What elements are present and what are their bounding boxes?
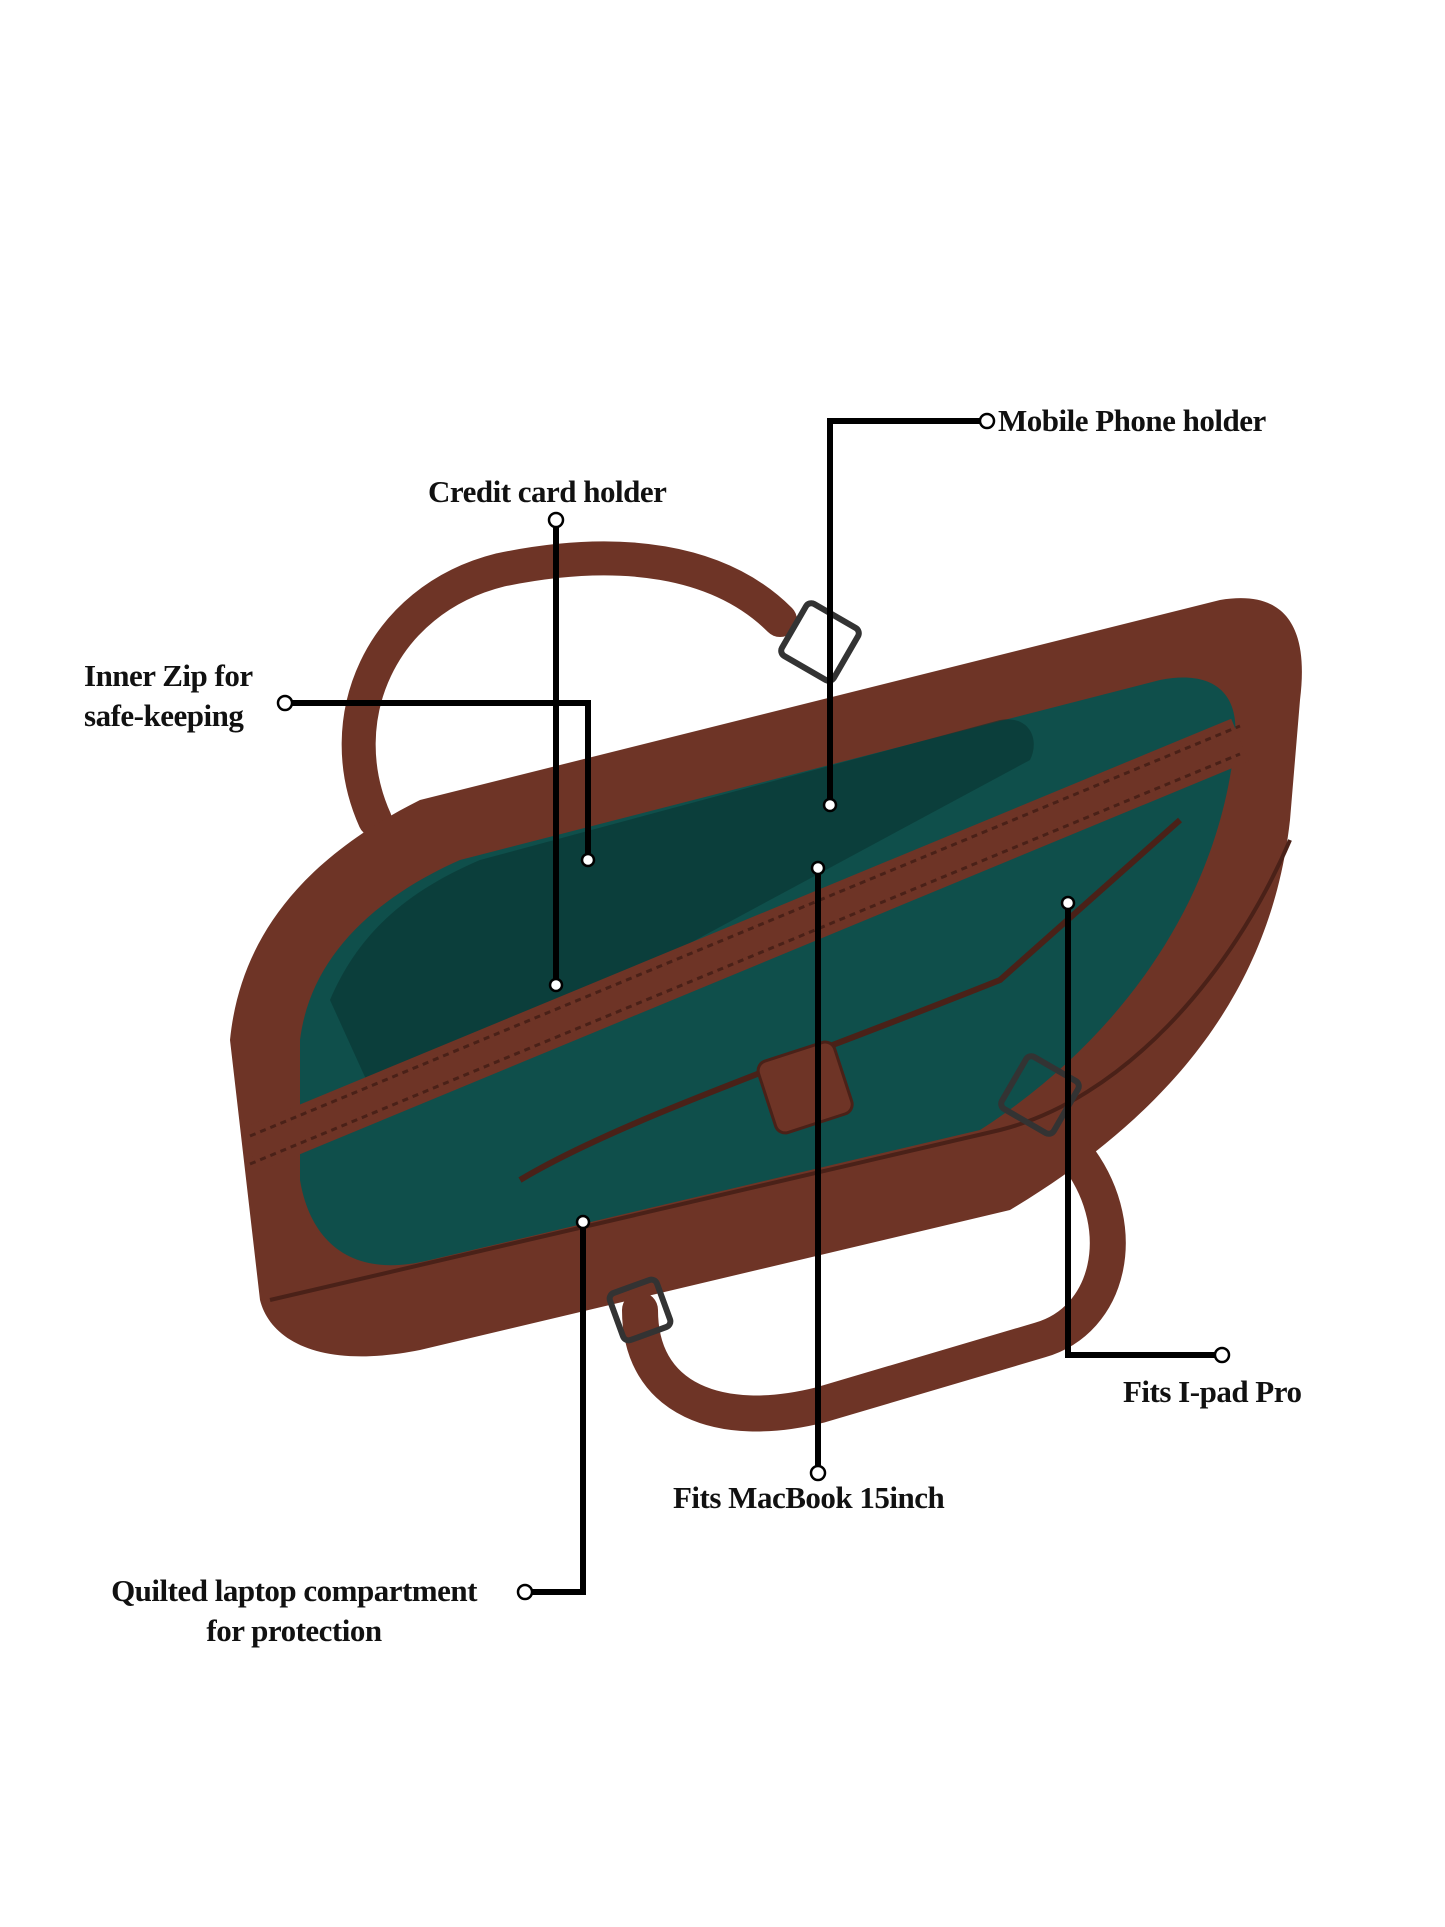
macbook-end-circle	[809, 1464, 827, 1482]
macbook-label: Fits MacBook 15inch	[673, 1480, 945, 1515]
ipad-label: Fits I-pad Pro	[1123, 1374, 1302, 1409]
mobile-phone-holder-label: Mobile Phone holder	[998, 403, 1266, 438]
callout-lines	[292, 418, 1215, 1595]
inner-zip-line2: safe-keeping	[84, 698, 244, 733]
mobile-phone-end-circle	[978, 412, 996, 430]
ipad-dot	[1060, 895, 1076, 911]
credit-card-dot	[548, 977, 564, 993]
inner-zip-line1: Inner Zip for	[84, 658, 253, 693]
credit-card-end-circle	[547, 511, 565, 529]
quilted-label: Quilted laptop compartment for protectio…	[84, 1571, 504, 1651]
ipad-end-circle	[1213, 1346, 1231, 1364]
credit-card-holder-label: Credit card holder	[428, 474, 667, 509]
quilted-dot	[575, 1214, 591, 1230]
callout-dots	[276, 412, 1231, 1601]
mobile-phone-dot	[822, 797, 838, 813]
inner-zip-end-circle	[276, 694, 294, 712]
bag-body	[230, 598, 1302, 1357]
quilted-line2: for protection	[206, 1613, 382, 1648]
inner-zip-label: Inner Zip for safe-keeping	[84, 656, 253, 736]
quilted-end-circle	[516, 1583, 534, 1601]
macbook-dot	[810, 860, 826, 876]
inner-zip-dot	[580, 852, 596, 868]
quilted-line1: Quilted laptop compartment	[111, 1573, 477, 1608]
